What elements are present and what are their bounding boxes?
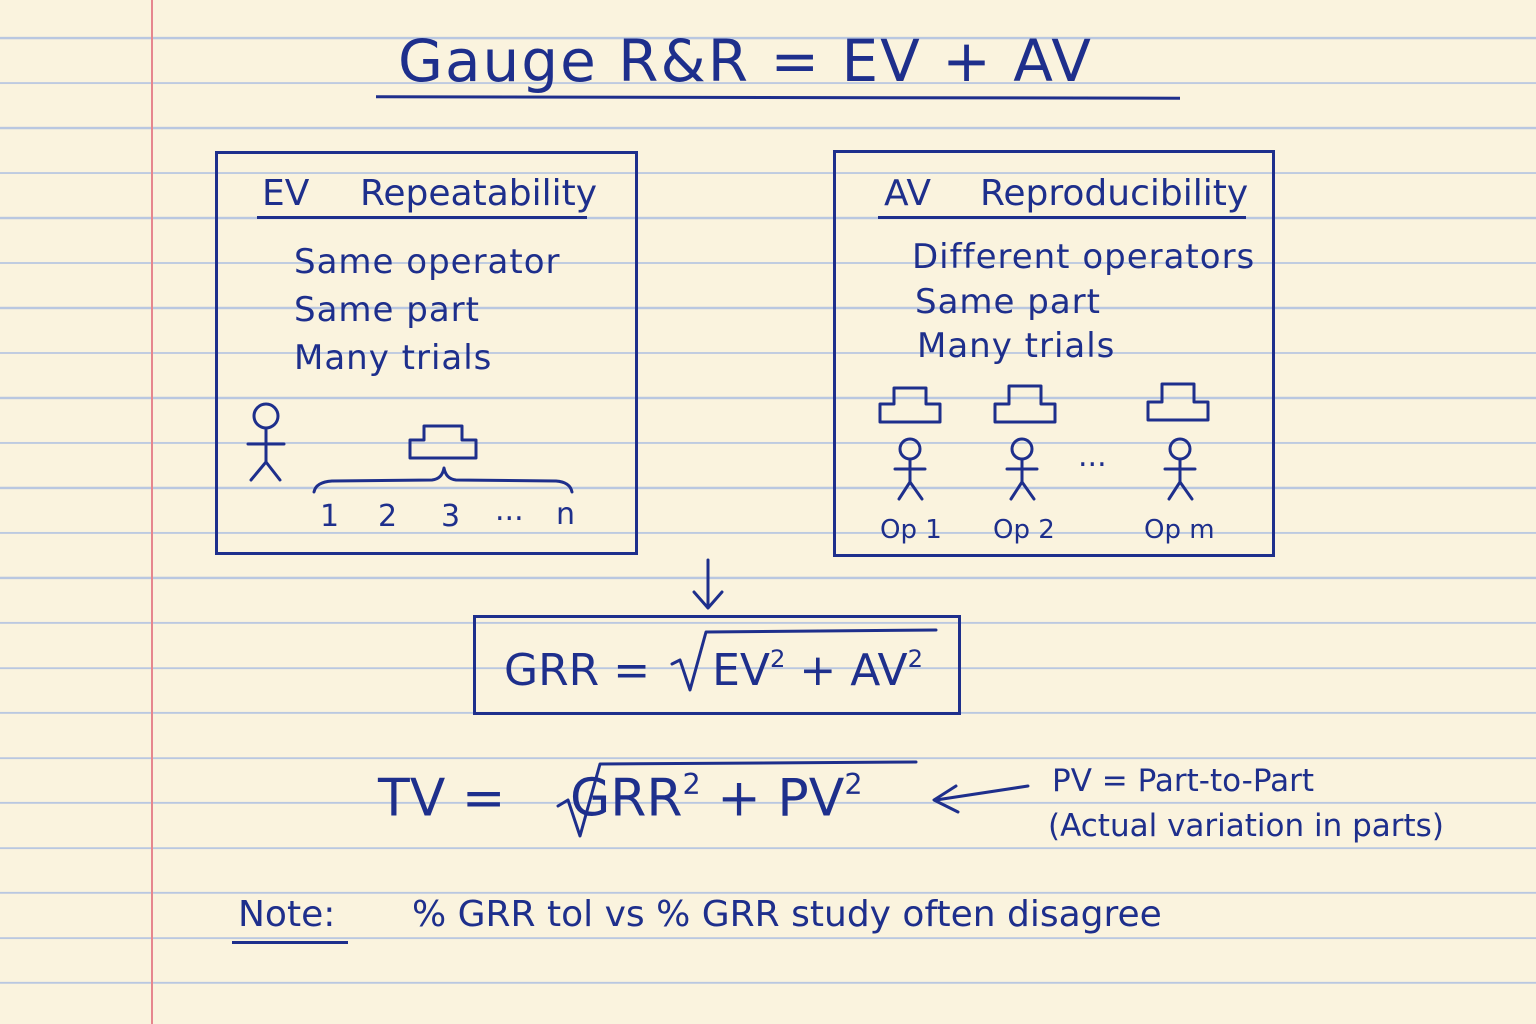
left-arrow-icon bbox=[932, 784, 1030, 814]
margin-line bbox=[151, 0, 153, 1024]
av-abbr: AV bbox=[884, 173, 931, 214]
ev-line-3: Many trials bbox=[294, 338, 493, 378]
ev-abbr: EV bbox=[262, 173, 310, 214]
trial-ellipsis: ... bbox=[495, 493, 524, 528]
tv-plus: + bbox=[717, 768, 761, 829]
grr-lhs: GRR = bbox=[504, 645, 651, 697]
av-heading-underline bbox=[878, 216, 1246, 219]
av-heading: Reproducibility bbox=[980, 173, 1249, 214]
op-1-label: Op 1 bbox=[880, 515, 942, 545]
grr-plus: + bbox=[799, 645, 837, 697]
ev-box bbox=[215, 151, 638, 555]
title-underline bbox=[375, 95, 1181, 100]
trial-1: 1 bbox=[320, 499, 340, 534]
grr-formula: GRR = EV2 + AV2 bbox=[504, 647, 923, 693]
grr-exp-2: 2 bbox=[907, 645, 924, 673]
pv-explanation: (Actual variation in parts) bbox=[1048, 808, 1444, 844]
note-label: Note: bbox=[238, 894, 336, 935]
ev-line-2: Same part bbox=[294, 290, 480, 330]
page-title: Gauge R&R = EV + AV bbox=[398, 27, 1093, 95]
av-line-3: Many trials bbox=[917, 326, 1116, 366]
trial-2: 2 bbox=[378, 499, 398, 534]
tv-formula: TV = GRR2 + PV2 bbox=[378, 767, 863, 825]
ev-line-1: Same operator bbox=[294, 242, 561, 282]
pv-definition: PV = Part-to-Part bbox=[1052, 763, 1315, 799]
av-line-1: Different operators bbox=[912, 237, 1256, 277]
tv-lhs: TV = bbox=[378, 768, 506, 829]
op-m-label: Op m bbox=[1144, 515, 1215, 545]
trial-3: 3 bbox=[441, 499, 461, 534]
grr-term-ev: EV bbox=[712, 645, 770, 697]
grr-formula-box bbox=[473, 615, 961, 715]
tv-exp-1: 2 bbox=[682, 767, 701, 801]
down-arrow-icon bbox=[692, 558, 724, 610]
av-box bbox=[833, 150, 1275, 557]
grr-term-av: AV bbox=[850, 645, 908, 697]
operator-ellipsis: ... bbox=[1078, 439, 1107, 474]
ev-heading-underline bbox=[257, 216, 587, 219]
grr-exp-1: 2 bbox=[770, 645, 786, 673]
av-line-2: Same part bbox=[915, 282, 1101, 322]
ev-heading: Repeatability bbox=[360, 173, 598, 214]
note-text: % GRR tol vs % GRR study often disagree bbox=[412, 894, 1162, 935]
tv-exp-2: 2 bbox=[844, 767, 863, 801]
tv-term-pv: PV bbox=[777, 768, 845, 829]
op-2-label: Op 2 bbox=[993, 515, 1055, 545]
trial-n: n bbox=[556, 497, 576, 532]
tv-term-grr: GRR bbox=[569, 768, 683, 829]
note-underline bbox=[232, 941, 348, 944]
